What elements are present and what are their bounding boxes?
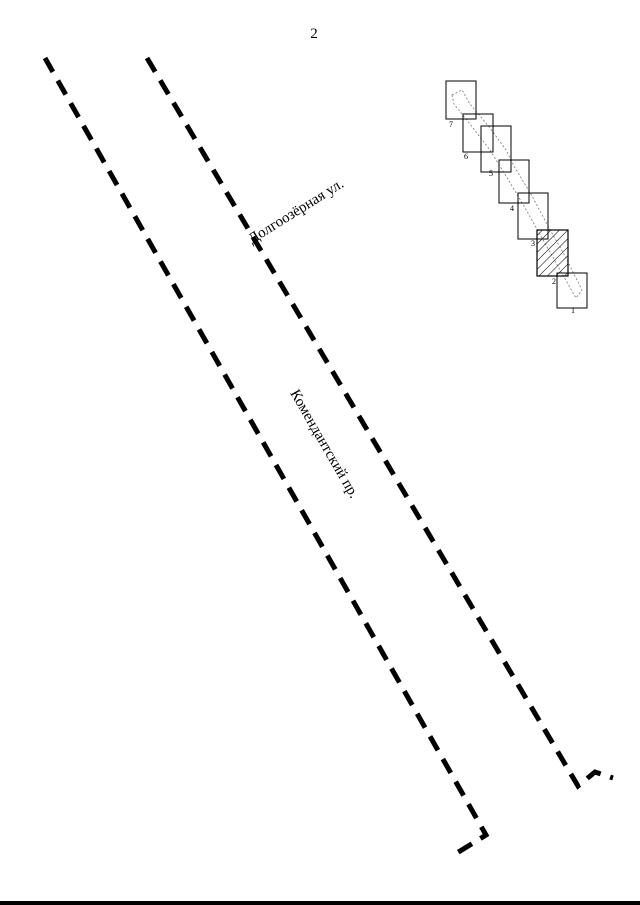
sheet-index-map: 7 6 5 4 3 2 1 (445, 80, 588, 315)
sheet-number-1: 1 (571, 306, 575, 315)
street-label-dolgoozernaya: Долгоозёрная ул. (246, 176, 347, 247)
sheet-number-6: 6 (464, 152, 468, 161)
street-line-left (42, 56, 490, 859)
sheet-number-5: 5 (489, 169, 493, 178)
street-line-right (144, 56, 614, 790)
sheet-1 (556, 272, 588, 309)
sheet-number-4: 4 (510, 204, 514, 213)
page-number: 2 (310, 26, 318, 42)
sheet-number-2: 2 (552, 277, 556, 286)
sheet-number-7: 7 (449, 120, 453, 129)
sheet-6 (462, 113, 494, 153)
sheet-5 (480, 125, 512, 173)
sheet-7 (445, 80, 477, 120)
site-outline (451, 89, 583, 299)
sheet-number-3: 3 (531, 239, 535, 248)
sheet-4 (498, 159, 530, 204)
bottom-border (0, 901, 640, 905)
sheet-3 (517, 192, 549, 240)
sheet-2-highlighted (536, 229, 569, 277)
